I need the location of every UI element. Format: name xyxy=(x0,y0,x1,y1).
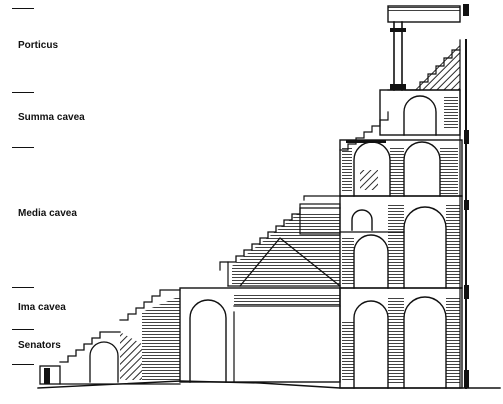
tier-divider-ima-senators xyxy=(12,329,34,330)
tier-divider-media-ima xyxy=(12,287,34,288)
tier-divider-bottom xyxy=(12,364,34,365)
label-summa-cavea: Summa cavea xyxy=(18,112,85,123)
ima-cavea-structure xyxy=(119,287,341,383)
label-ima-cavea: Ima cavea xyxy=(18,302,66,313)
porticus-gallery xyxy=(387,5,461,91)
label-media-cavea: Media cavea xyxy=(18,208,77,219)
media-cavea-seating xyxy=(227,203,341,287)
tier-divider-summa-media xyxy=(12,147,34,148)
internal-staircase xyxy=(219,195,341,287)
label-porticus: Porticus xyxy=(18,40,59,51)
tier-divider-porticus-summa xyxy=(12,92,34,93)
summa-cavea-structure xyxy=(339,89,461,151)
ground-arcade xyxy=(339,287,463,389)
senators-podium xyxy=(39,331,181,385)
tier-divider-top xyxy=(12,8,34,9)
middle-arcade xyxy=(339,195,463,289)
upper-arcade xyxy=(339,139,463,197)
label-senators: Senators xyxy=(18,340,61,351)
